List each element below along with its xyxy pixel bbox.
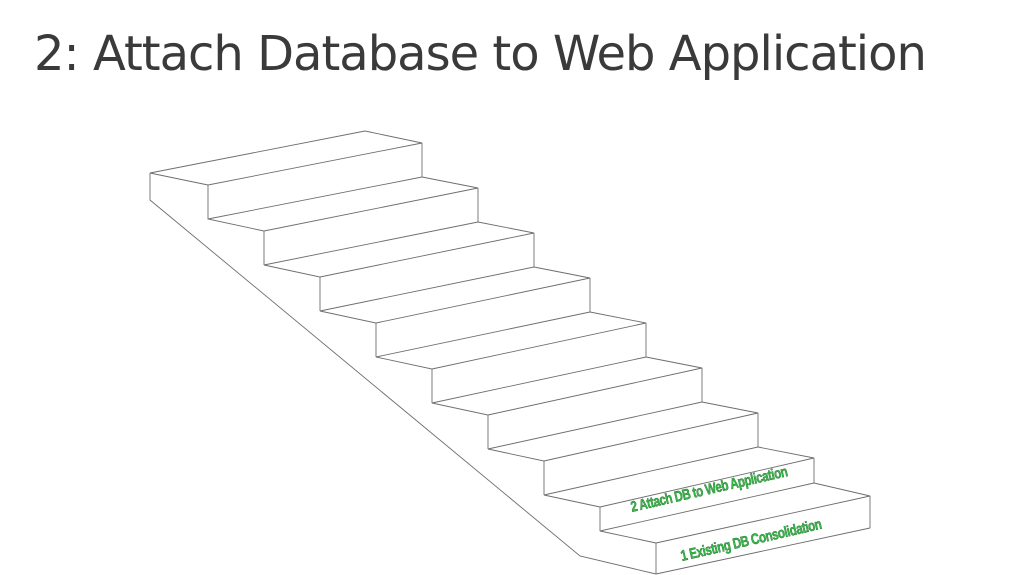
slide-title: 2: Attach Database to Web Application	[34, 26, 927, 82]
staircase-lines	[149, 130, 871, 575]
step-label-existing-db-consolidation: 1 Existing DB Consolidation	[679, 516, 823, 565]
